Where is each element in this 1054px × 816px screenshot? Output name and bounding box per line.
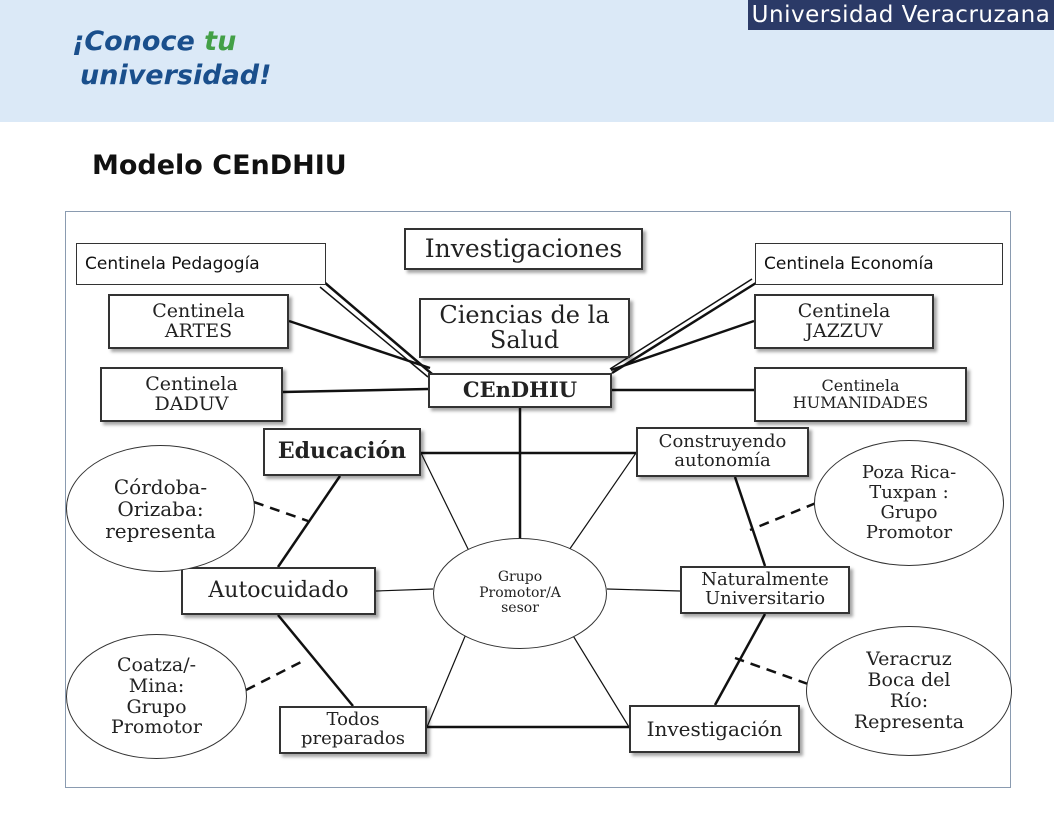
diagram-frame — [65, 211, 1011, 788]
node-centinela-daduv: Centinela DADUV — [100, 367, 283, 422]
node-educacion: Educación — [263, 428, 421, 476]
connector-educacion-autocuidado — [276, 475, 342, 568]
callout-centinela-economia: Centinela Economía — [755, 243, 1003, 285]
dashed-link-veracruz — [734, 656, 809, 686]
page-title: Modelo CEnDHIU — [92, 150, 347, 181]
ellipse-poza-rica-tuxpan: Poza Rica- Tuxpan : Grupo Promotor — [814, 440, 1004, 566]
node-naturalmente: Naturalmente Universitario — [680, 566, 850, 614]
dashed-link-cordoba — [253, 500, 309, 523]
node-construyendo: Construyendo autonomía — [636, 427, 809, 477]
connector-economia — [611, 281, 757, 375]
node-autocuidado: Autocuidado — [181, 567, 376, 615]
node-centinela-jazzuv: Centinela JAZZUV — [754, 294, 934, 349]
dashed-link-poza-rica — [749, 501, 817, 532]
ellipse-cordoba-orizaba: Córdoba- Orizaba: representa — [66, 445, 255, 572]
node-todos-preparados: Todos preparados — [279, 706, 427, 754]
node-cendhiu: CEnDHIU — [428, 373, 612, 408]
university-logo: ¡Conoce tu universidad! — [72, 24, 282, 96]
node-grupo-promotor: Grupo Promotor/A sesor — [433, 538, 607, 649]
connector-daduv — [282, 387, 429, 394]
logo-text-tu: tu — [204, 26, 237, 57]
callout-centinela-pedagogia: Centinela Pedagogía — [76, 243, 326, 285]
logo-text-universidad: universidad! — [80, 60, 272, 91]
brand-bar: Universidad Veracruzana — [748, 0, 1054, 30]
ellipse-veracruz-boca-del-rio: Veracruz Boca del Río: Representa — [806, 626, 1012, 756]
logo-text-conoce: ¡Conoce — [72, 26, 205, 57]
ellipse-coatza-mina: Coatza/- Mina: Grupo Promotor — [66, 634, 247, 759]
node-ciencias-salud: Ciencias de la Salud — [419, 298, 630, 358]
connector-pedagogia — [323, 281, 433, 375]
node-investigacion: Investigación — [629, 705, 800, 753]
connector-jazzuv — [610, 319, 755, 372]
node-centinela-humanidades: Centinela HUMANIDADES — [754, 367, 967, 422]
node-investigaciones: Investigaciones — [404, 228, 643, 270]
node-centinela-artes: Centinela ARTES — [108, 294, 289, 349]
connector-construyendo-naturalmente — [733, 476, 767, 567]
connector-autocuidado-todos — [277, 614, 354, 707]
dashed-link-coatza — [245, 658, 306, 692]
connector-artes — [288, 319, 431, 370]
